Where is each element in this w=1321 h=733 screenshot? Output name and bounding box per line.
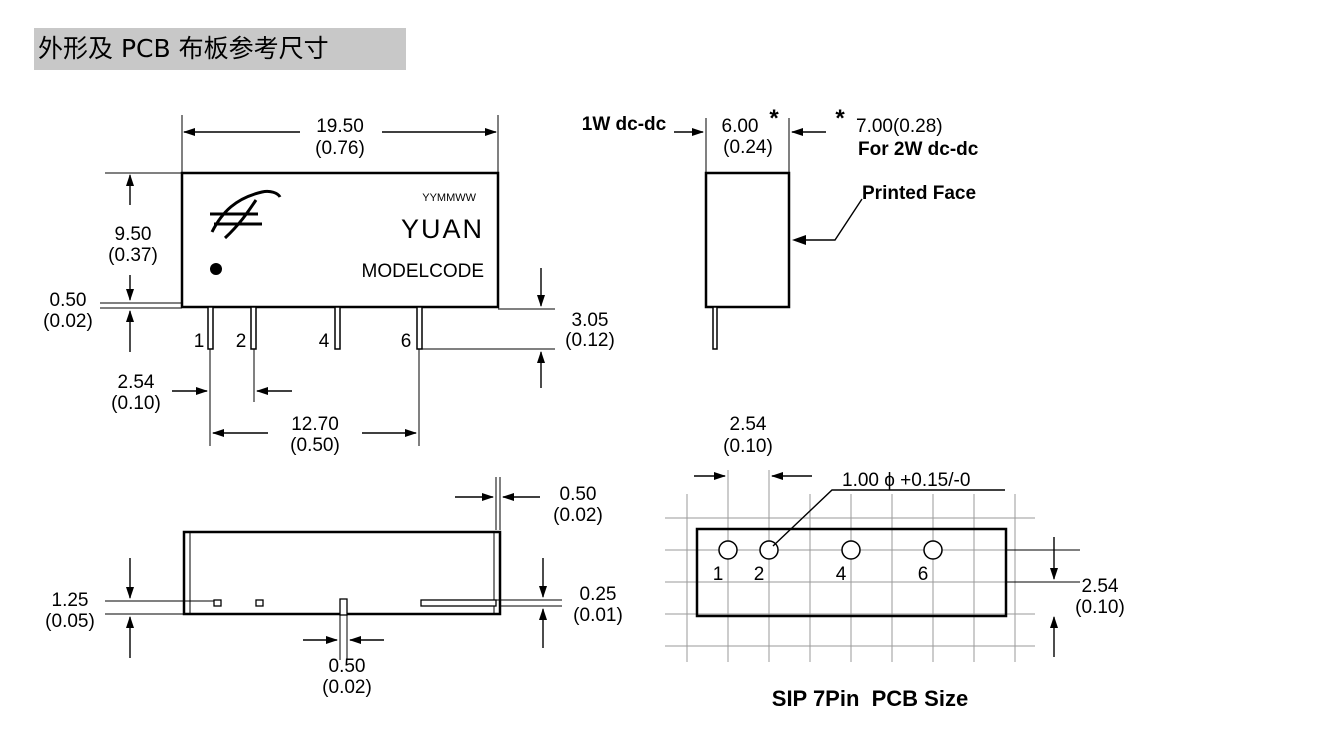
date-code: YYMMWW — [422, 192, 476, 204]
bottom-pin-6 — [420, 599, 497, 607]
pinthk-mm-label: 0.50 — [329, 656, 366, 677]
pitch-in-label: (0.10) — [111, 393, 161, 414]
pin1-dot — [210, 263, 222, 275]
pinthk-in-label: (0.02) — [322, 677, 372, 698]
pin-label-6: 6 — [401, 331, 412, 352]
standoff-in-label: (0.02) — [43, 311, 93, 332]
alt-asterisk: * — [835, 105, 845, 132]
hole-spec-label: 1.00 ϕ +0.15/-0 — [842, 470, 970, 491]
bottom-pin-2 — [255, 599, 264, 607]
pcb-pin-label-4: 4 — [836, 564, 847, 585]
width-in-label: (0.76) — [315, 138, 365, 159]
pinlen-in-label: (0.12) — [565, 330, 615, 351]
pcb-caption: SIP 7Pin PCB Size — [772, 686, 968, 711]
alt-thick-label: 7.00(0.28) — [856, 116, 943, 137]
pcb-pitch-mm-label: 2.54 — [730, 414, 767, 435]
printed-face-leader — [795, 198, 863, 241]
edge-mm-label: 1.25 — [52, 590, 89, 611]
label-1w: 1W dc-dc — [582, 114, 667, 135]
pcb-pin-label-2: 2 — [754, 564, 765, 585]
pcb-hole-1 — [718, 540, 738, 560]
side-view: 1W dc-dc 6.00 * (0.24) * 7.00(0.28) For … — [582, 105, 979, 350]
gap-mm-label: 0.25 — [580, 584, 617, 605]
gap-in-label: (0.01) — [573, 605, 623, 626]
brand-logo — [210, 189, 282, 240]
pin-label-2: 2 — [236, 331, 247, 352]
span-mm-label: 12.70 — [291, 414, 339, 435]
model-code: MODELCODE — [362, 261, 484, 282]
pcb-pitch-in-label: (0.10) — [723, 436, 773, 457]
pcb-hole-6 — [923, 540, 943, 560]
hole-spec-leader — [772, 489, 1005, 547]
standoff-mm-label: 0.50 — [50, 290, 87, 311]
module-body — [180, 171, 500, 309]
pcb-layout: 1 2 4 6 2.54 (0.10) 1.00 ϕ +0.15/-0 2.54… — [665, 414, 1125, 711]
pcb-row-mm-label: 2.54 — [1082, 576, 1119, 597]
edge-in-label: (0.05) — [45, 611, 95, 632]
pin-2 — [250, 306, 257, 350]
side-body — [704, 171, 791, 309]
pinw-mm-label: 0.50 — [560, 484, 597, 505]
front-view: 19.50 (0.76) YYMMWW YUAN MODELCODE 9.50 … — [43, 115, 615, 456]
thick-asterisk: * — [769, 105, 779, 132]
pin-label-4: 4 — [319, 331, 330, 352]
pin-1 — [207, 306, 214, 350]
span-in-label: (0.50) — [290, 435, 340, 456]
height-mm-label: 9.50 — [115, 224, 152, 245]
printed-face-label: Printed Face — [862, 183, 976, 204]
thick-mm-label: 6.00 — [722, 116, 759, 137]
pcb-hole-4 — [841, 540, 861, 560]
pin-6 — [416, 306, 423, 350]
pitch-mm-label: 2.54 — [118, 372, 155, 393]
bottom-pin-1 — [213, 599, 222, 607]
page-title: 外形及 PCB 布板参考尺寸 — [34, 28, 406, 70]
pin-label-1: 1 — [194, 331, 205, 352]
bottom-view: 0.50 (0.02) 1.25 (0.05) 0.25 (0.01) — [45, 477, 623, 698]
pin-4 — [334, 306, 341, 350]
thick-in-label: (0.24) — [723, 137, 773, 158]
bottom-pin-4 — [339, 598, 348, 616]
pcb-outline — [695, 527, 1008, 618]
height-in-label: (0.37) — [108, 245, 158, 266]
side-pin — [712, 306, 718, 350]
pcb-row-in-label: (0.10) — [1075, 597, 1125, 618]
width-mm-label: 19.50 — [316, 116, 364, 137]
brand-text: YUAN — [401, 214, 484, 244]
pinw-in-label: (0.02) — [553, 505, 603, 526]
pcb-pin-label-6: 6 — [918, 564, 929, 585]
pcb-pin-label-1: 1 — [713, 564, 724, 585]
label-2w: For 2W dc-dc — [858, 139, 979, 160]
pinlen-mm-label: 3.05 — [572, 310, 609, 331]
